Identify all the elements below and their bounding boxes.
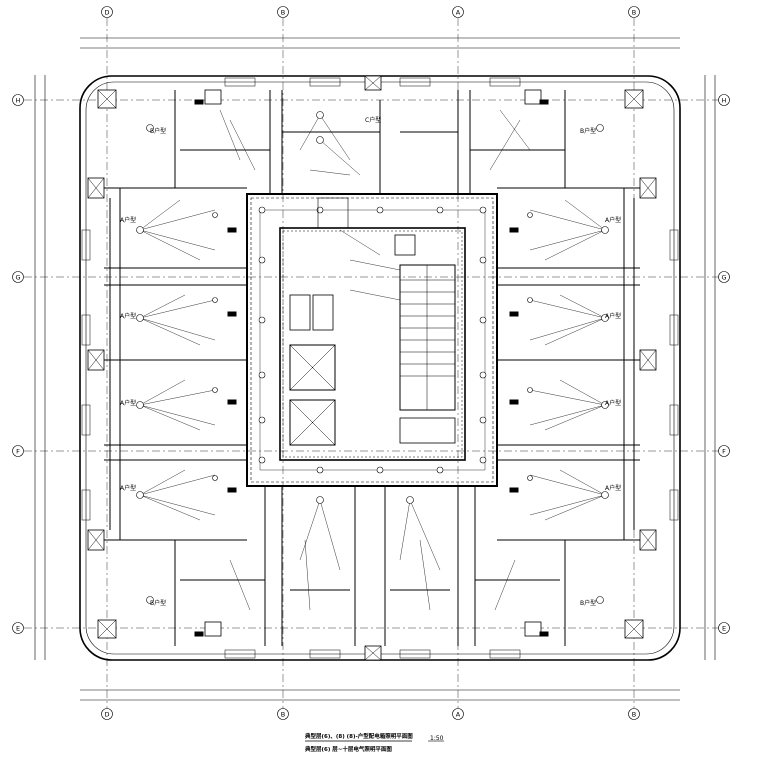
- room-label-a-type-w1: A户型: [120, 216, 136, 224]
- room-label-a-type-e2: A户型: [605, 312, 621, 320]
- room-label-a-type-w4: A户型: [120, 484, 136, 492]
- grid-bubbles-right: H G F E: [718, 94, 730, 634]
- room-label-a-type-e4: A户型: [605, 484, 621, 492]
- grid-label-top-4: B: [632, 9, 636, 17]
- room-labels: B户型 B户型 B户型 B户型 A户型 A户型 A户型 A户型 A户型 A户型 …: [120, 116, 621, 607]
- windows: [81, 77, 679, 659]
- partition-walls: [104, 90, 640, 646]
- grid-label-right-2: G: [721, 274, 726, 282]
- grid-label-left-1: H: [16, 97, 21, 105]
- grid-bubbles-left: H G F E: [12, 94, 24, 634]
- room-label-b-type-nw: B户型: [150, 127, 166, 135]
- title-block: 典型层(6)、(8) (8)-户型配电箱照明平面图 典型层(6) 层~十层电气照…: [305, 732, 444, 753]
- drawing-title: 典型层(6)、(8) (8)-户型配电箱照明平面图: [305, 732, 413, 740]
- room-label-a-type-w2: A户型: [120, 312, 136, 320]
- grid-label-left-2: G: [15, 274, 20, 282]
- grid-label-right-3: F: [722, 448, 726, 456]
- grid-label-bottom-3: A: [456, 711, 461, 719]
- room-label-b-type-se: B户型: [580, 599, 596, 607]
- grid-bubbles-bottom: D B A B: [101, 708, 640, 720]
- grid-label-right-4: E: [722, 625, 726, 633]
- light-fixtures: [136, 111, 609, 604]
- grid-label-bottom-2: B: [281, 711, 285, 719]
- room-label-a-type-w3: A户型: [120, 399, 136, 407]
- column-crosses: [87, 75, 657, 661]
- room-label-b-type-ne: B户型: [580, 127, 596, 135]
- grid-label-left-3: F: [16, 448, 20, 456]
- room-label-a-type-e1: A户型: [605, 216, 621, 224]
- central-core: [246, 193, 498, 487]
- grid-label-left-4: E: [16, 625, 20, 633]
- wiring-circuits: [139, 109, 606, 611]
- grid-label-bottom-4: B: [632, 711, 636, 719]
- columns: [87, 75, 657, 661]
- room-label-b-type-sw: B户型: [150, 599, 166, 607]
- grid-label-top-2: B: [281, 9, 285, 17]
- drawing-subtitle: 典型层(6) 层~十层电气照明平面图: [305, 745, 392, 753]
- grid-label-right-1: H: [722, 97, 727, 105]
- distribution-boxes: [194, 99, 549, 637]
- grid-label-top-3: A: [456, 9, 461, 17]
- drawing-scale: 1:50: [430, 735, 444, 742]
- room-label-c-type: C户型: [365, 116, 381, 124]
- grid-label-bottom-1: D: [104, 711, 109, 719]
- top-dimension-lines: [34, 37, 716, 701]
- grid-bubbles-top: D B A B: [101, 6, 640, 18]
- grid-label-top-1: D: [104, 9, 109, 17]
- room-label-a-type-e3: A户型: [605, 399, 621, 407]
